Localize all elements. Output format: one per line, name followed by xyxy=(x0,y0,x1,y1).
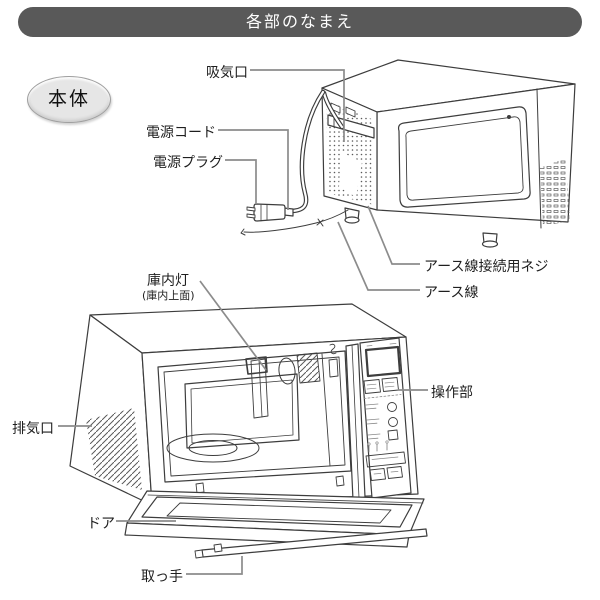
label-handle: 取っ手 xyxy=(141,569,183,585)
label-earth-wire: アース線 xyxy=(424,285,479,301)
label-intake: 吸気口 xyxy=(206,65,248,81)
power-cord-drawing xyxy=(287,89,345,214)
label-interior-lamp-note: (庫内上面) xyxy=(142,289,195,302)
interior-lamp-area xyxy=(245,356,268,375)
body-badge: 本体 xyxy=(27,76,111,123)
label-power-plug: 電源プラグ xyxy=(153,155,223,171)
label-earth-screw: アース線接続用ネジ xyxy=(424,259,549,275)
leader-earth-screw xyxy=(367,205,420,265)
leader-intake xyxy=(250,69,345,142)
handle-drawing xyxy=(194,528,428,559)
leader-power-cord xyxy=(218,129,289,210)
page-title: 各部のなまえ xyxy=(18,7,582,37)
leader-lines xyxy=(58,69,428,575)
label-exhaust: 排気口 xyxy=(12,421,54,437)
earth-wire-drawing xyxy=(240,209,349,236)
leader-interior-lamp xyxy=(199,280,267,371)
label-control-panel: 操作部 xyxy=(431,385,473,401)
exhaust-vents xyxy=(86,408,142,490)
label-interior-lamp: 庫内灯 xyxy=(147,273,189,289)
label-door: ドア xyxy=(87,516,115,532)
label-power-cord: 電源コード xyxy=(146,125,216,141)
power-plug-drawing xyxy=(246,203,294,222)
control-panel-drawing xyxy=(359,337,412,499)
front-view-illustration xyxy=(69,303,428,559)
leader-handle xyxy=(186,556,243,575)
rear-view-illustration xyxy=(240,59,576,248)
leader-earth-wire xyxy=(337,221,420,291)
leader-power-plug xyxy=(225,159,257,204)
